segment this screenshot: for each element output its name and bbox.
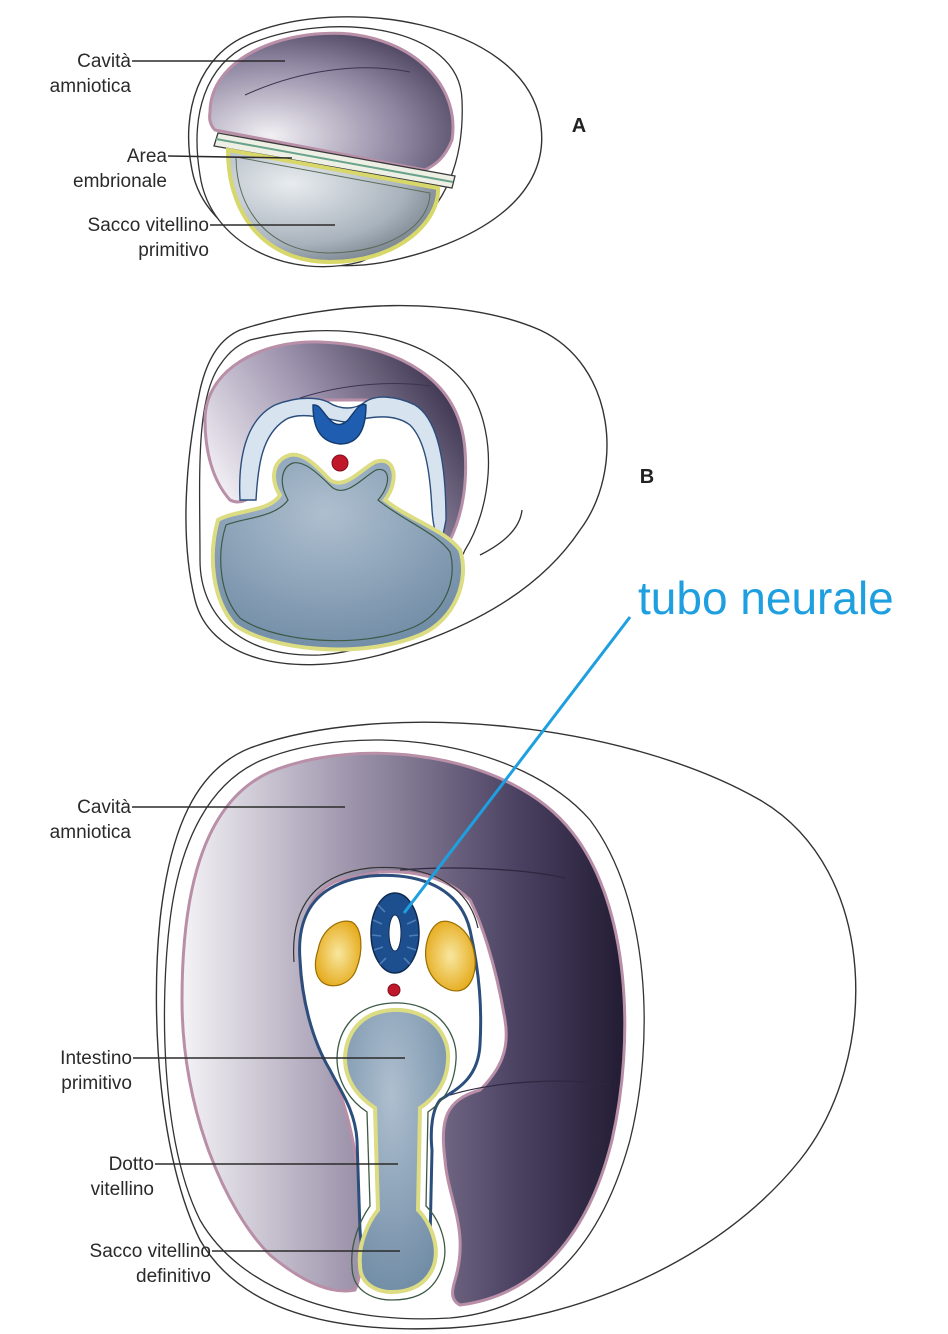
label-primitive-gut-line2: primitivo	[61, 1073, 132, 1094]
label-primitive-yolk-sac-line2: primitivo	[138, 240, 209, 261]
notochord-c	[388, 984, 400, 996]
label-amniotic-cavity-c-line2: amniotica	[50, 822, 132, 843]
label-vitelline-duct-line1: Dotto	[109, 1154, 154, 1175]
label-definitive-yolk-sac-line2: definitivo	[136, 1266, 211, 1287]
label-amniotic-cavity-c-line1: Cavità	[77, 797, 131, 818]
label-primitive-yolk-sac-line1: Sacco vitellino	[88, 215, 209, 236]
panel-letter-b: B	[640, 466, 654, 488]
label-amniotic-cavity-a-line1: Cavità	[77, 51, 131, 72]
label-vitelline-duct-line2: vitellino	[91, 1179, 154, 1200]
label-neural-tube: tubo neurale	[638, 572, 894, 624]
panel-b	[186, 306, 607, 665]
label-embryonic-area-line2: embrionale	[73, 171, 167, 192]
label-primitive-gut-line1: Intestino	[60, 1048, 132, 1069]
panel-a	[189, 17, 542, 267]
label-definitive-yolk-sac-line1: Sacco vitellino	[90, 1241, 211, 1262]
label-embryonic-area-line1: Area	[127, 146, 168, 167]
neural-tube-lumen-c	[389, 915, 401, 951]
panel-c	[156, 722, 855, 1329]
notochord-b	[332, 455, 348, 471]
panel-letter-a: A	[572, 115, 586, 137]
label-amniotic-cavity-a-line2: amniotica	[50, 76, 132, 97]
